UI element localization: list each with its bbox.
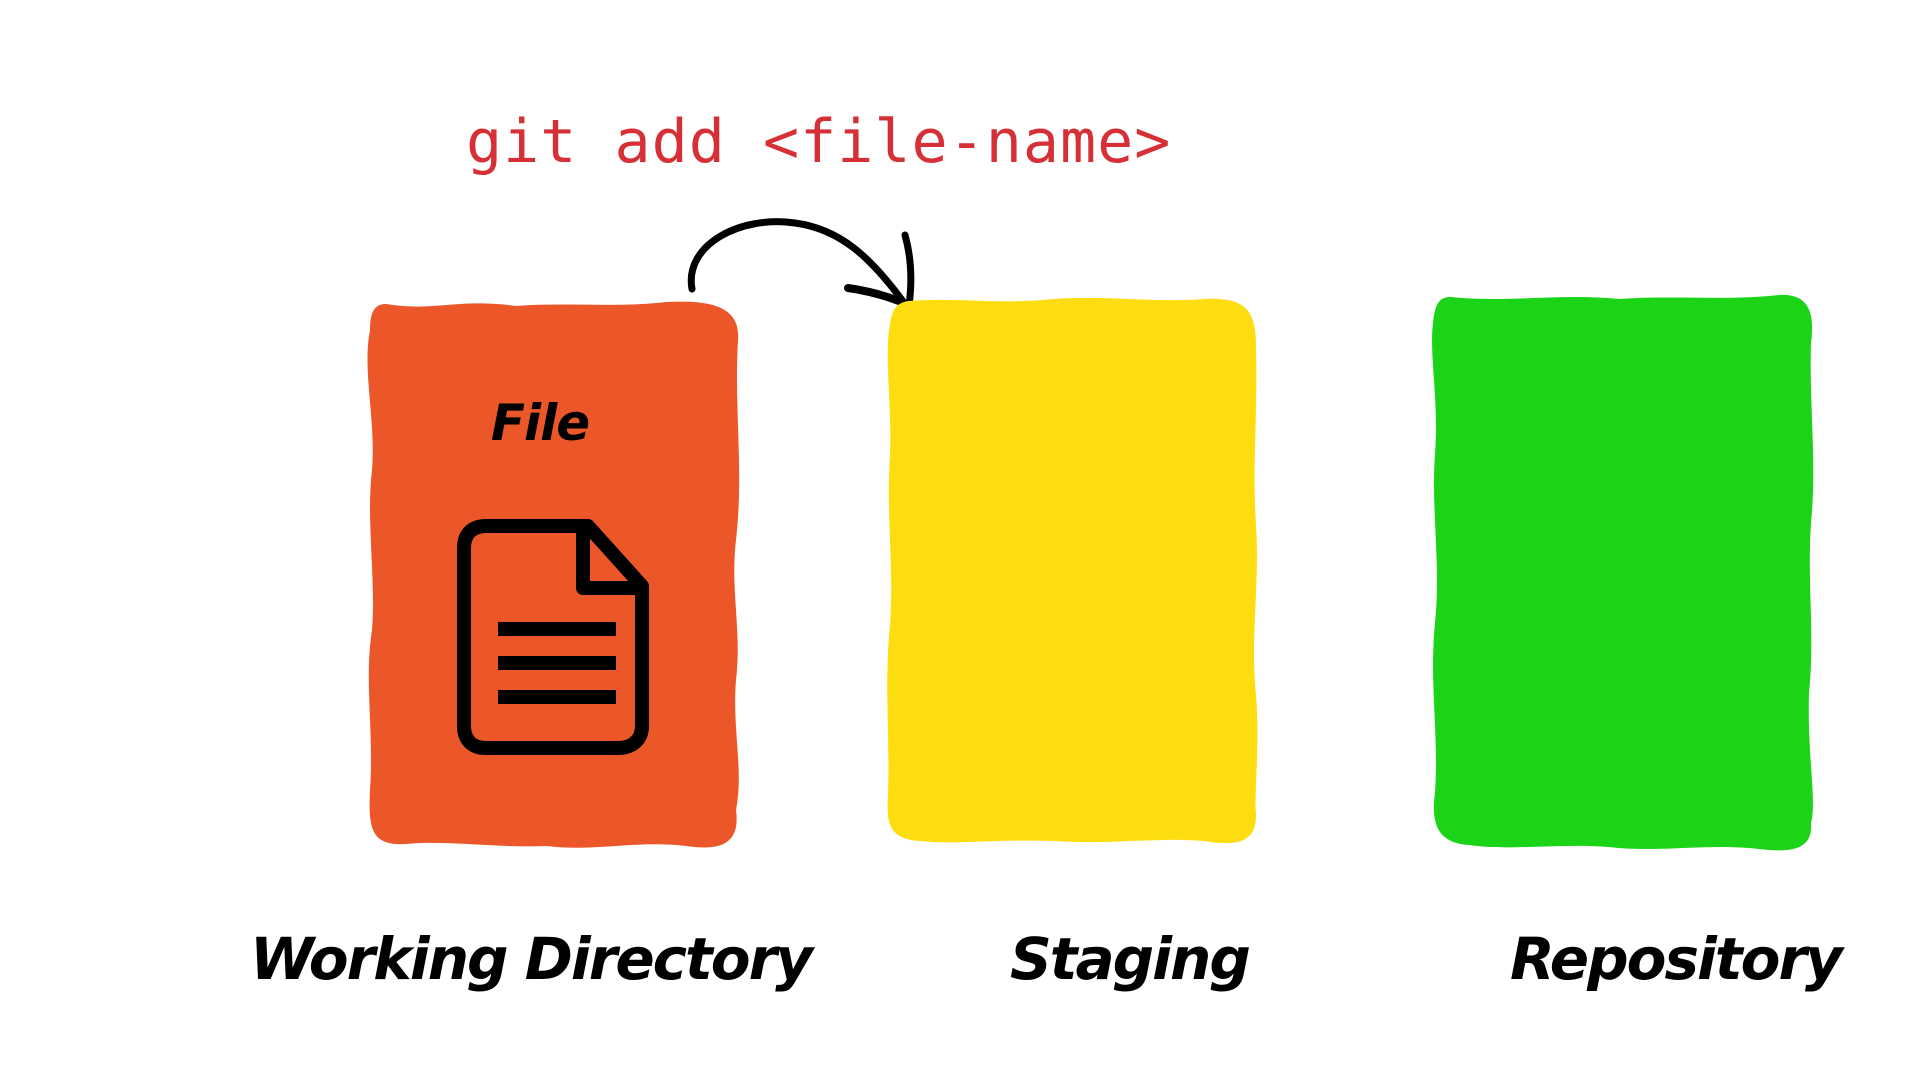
repository-shape xyxy=(1432,294,1814,851)
staging-box xyxy=(887,297,1258,844)
staging-shape xyxy=(887,297,1258,844)
file-label: File xyxy=(490,394,590,452)
staging-label: Staging xyxy=(1010,925,1251,993)
git-add-command: git add <file-name> xyxy=(466,107,1172,177)
repository-label: Repository xyxy=(1510,925,1843,993)
repository-box xyxy=(1432,294,1814,851)
working-directory-label: Working Directory xyxy=(250,925,813,993)
document-icon xyxy=(457,519,649,755)
